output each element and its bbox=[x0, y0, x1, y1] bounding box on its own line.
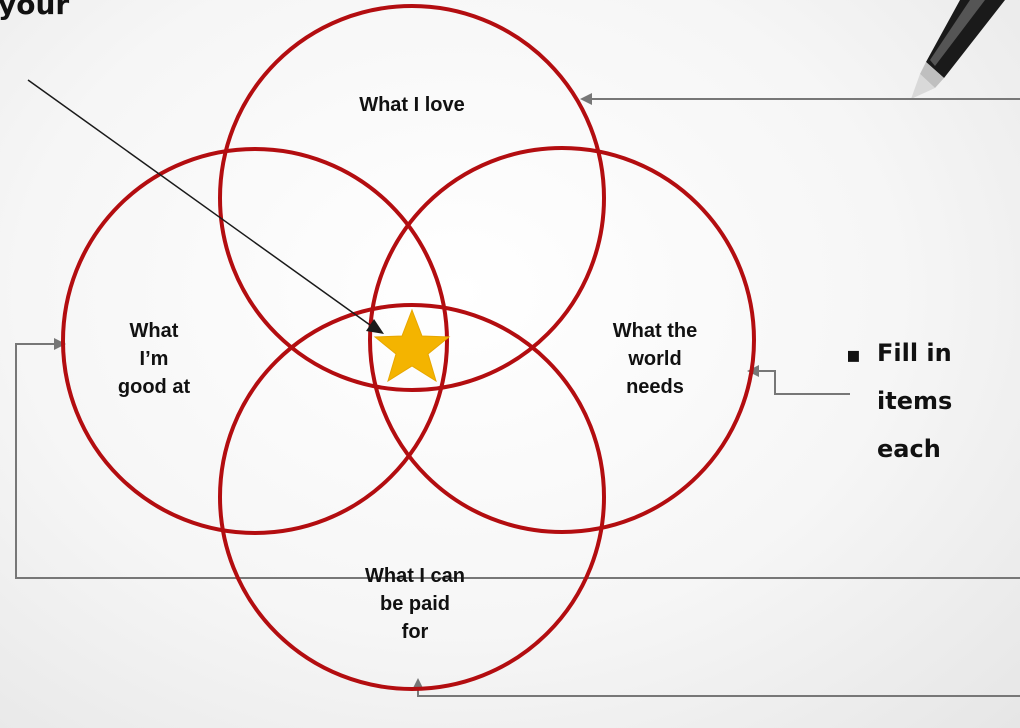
label-love-text: What I love bbox=[359, 94, 465, 116]
circle-world-needs bbox=[368, 146, 756, 534]
circle-good-at bbox=[61, 147, 449, 535]
arrowhead-good bbox=[54, 338, 66, 350]
arrowhead-love bbox=[580, 93, 592, 105]
label-paid-for: What I can be paid for bbox=[340, 562, 490, 646]
label-what-i-love: What I love bbox=[312, 91, 512, 119]
side-line-2: items bbox=[877, 387, 953, 415]
label-world-line-1: What the bbox=[612, 320, 698, 342]
circle-what-i-love bbox=[218, 4, 606, 392]
label-world-line-2: world bbox=[628, 348, 682, 370]
pointer-arrowhead bbox=[366, 319, 384, 334]
pointer-line bbox=[27, 79, 371, 326]
label-paid-line-1: What I can bbox=[364, 565, 465, 587]
label-world-needs: What the world needs bbox=[590, 317, 720, 401]
label-good-line-2: I’m bbox=[139, 348, 169, 370]
connector-world bbox=[757, 370, 850, 395]
side-line-3: each bbox=[877, 435, 941, 463]
label-world-line-3: needs bbox=[626, 376, 684, 398]
connector-lines bbox=[15, 98, 1020, 697]
pen-icon bbox=[911, 0, 1005, 99]
bullet-icon: ▪ bbox=[846, 343, 861, 368]
side-line-1: Fill in bbox=[877, 339, 952, 367]
label-good-at: What I’m good at bbox=[94, 317, 214, 401]
label-paid-line-3: for bbox=[401, 621, 429, 643]
star-icon bbox=[373, 308, 451, 383]
circle-paid-for bbox=[218, 303, 606, 691]
connector-paid bbox=[417, 688, 1020, 697]
partial-heading: your bbox=[0, 0, 70, 21]
connector-good bbox=[15, 343, 1020, 579]
label-good-line-3: good at bbox=[117, 376, 191, 398]
label-paid-line-2: be paid bbox=[379, 593, 450, 615]
label-good-line-1: What bbox=[129, 320, 179, 342]
